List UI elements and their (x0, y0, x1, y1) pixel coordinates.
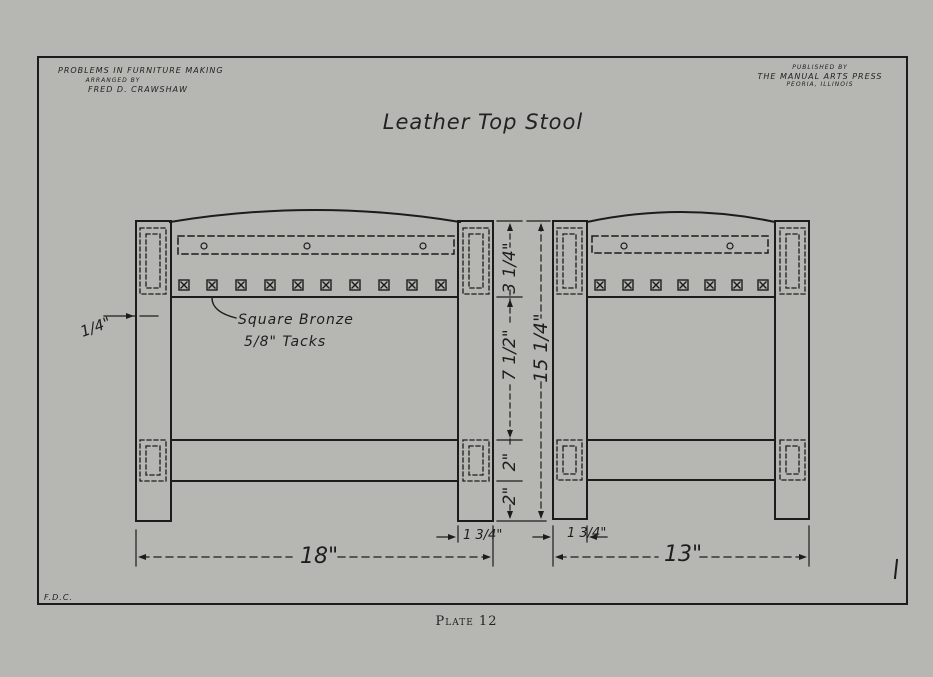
tack-cross (759, 281, 767, 289)
tack-cross (351, 281, 359, 289)
draftsman-initials: F.D.C. (44, 593, 73, 602)
tack-cross (679, 281, 687, 289)
tack-mark (622, 279, 634, 291)
tack-leader (211, 297, 237, 319)
tack-mark (704, 279, 716, 291)
tack-cross (596, 281, 604, 289)
front-screws (200, 242, 427, 250)
tack-cross (624, 281, 632, 289)
tack-mark (757, 279, 769, 291)
side-right-leg (774, 220, 810, 520)
tack-cross (437, 281, 445, 289)
tack-note-line1: Square Bronze (238, 312, 354, 328)
tack-mark (178, 279, 190, 291)
tack-mark (320, 279, 332, 291)
drawing-title: Leather Top Stool (382, 110, 584, 134)
tack-mark (235, 279, 247, 291)
front-view (135, 209, 494, 522)
tack-cross (266, 281, 274, 289)
tack-cross (294, 281, 302, 289)
tack-note-line2: 5/8" Tacks (244, 334, 327, 350)
tack-mark (435, 279, 447, 291)
plate-border (37, 56, 908, 605)
tack-cross (322, 281, 330, 289)
side-seat-top-arc (585, 211, 777, 224)
front-tack-row (178, 279, 447, 291)
width-dimension-lines (103, 315, 810, 567)
front-tenon-right-bottom (462, 439, 490, 482)
margin-mark (893, 558, 899, 580)
tack-mark (264, 279, 276, 291)
tack-cross (652, 281, 660, 289)
tack-cross (180, 281, 188, 289)
tack-cross (380, 281, 388, 289)
side-tenon-left-bottom (556, 439, 583, 481)
tack-mark (378, 279, 390, 291)
tack-mark (594, 279, 606, 291)
header-arranged-by: Arranged by (85, 77, 141, 84)
front-hidden-seat-frame (177, 235, 455, 255)
side-hidden-seat-frame (591, 235, 769, 254)
side-view (552, 211, 810, 520)
front-left-leg (135, 220, 172, 522)
tack-mark (677, 279, 689, 291)
tack-mark (349, 279, 361, 291)
tack-mark (650, 279, 662, 291)
header-series-title: Problems in Furniture Making (58, 66, 224, 75)
tack-mark (731, 279, 743, 291)
tack-cross (208, 281, 216, 289)
side-tenon-right-top (779, 227, 806, 295)
dimension-stretcher: 2" (500, 452, 520, 472)
header-location: Peoria, Illinois (786, 81, 854, 88)
plate-caption: Plate 12 (435, 614, 498, 629)
tack-cross (733, 281, 741, 289)
dimension-bottom: 2" (500, 486, 520, 506)
dimension-leg-thickness-side: 1 3/4" (567, 526, 607, 541)
side-tack-row (594, 279, 769, 291)
side-left-leg (552, 220, 588, 520)
tack-mark (206, 279, 218, 291)
front-seat-top-arc (168, 209, 462, 224)
front-tenon-left-top (139, 227, 167, 295)
side-tenon-right-bottom (779, 439, 806, 481)
front-tenon-left-bottom (139, 439, 167, 482)
header-publisher: The Manual Arts Press (757, 72, 883, 81)
tack-mark (292, 279, 304, 291)
side-tenon-left-top (556, 227, 583, 295)
header-author: Fred D. Crawshaw (88, 85, 188, 94)
front-tenon-right-top (462, 227, 490, 295)
side-screws (620, 242, 734, 250)
dimension-overall-width: 13" (664, 542, 703, 567)
tack-cross (408, 281, 416, 289)
dimension-top-rail: 3 1/4" (500, 242, 520, 294)
dimension-total-height: 15 1/4" (530, 313, 552, 383)
tack-mark (406, 279, 418, 291)
header-published-by: Published by (792, 64, 848, 71)
dimension-arrowheads (126, 223, 807, 560)
tack-cross (706, 281, 714, 289)
dimension-leg-thickness-front: 1 3/4" (463, 528, 503, 543)
dimension-overall-length: 18" (300, 544, 339, 569)
tack-cross (237, 281, 245, 289)
dimension-middle-span: 7 1/2" (500, 329, 520, 381)
front-right-leg (457, 220, 494, 522)
